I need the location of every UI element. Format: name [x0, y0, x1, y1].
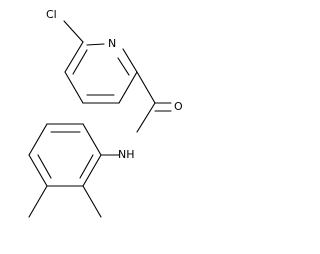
- bond-p4-p5-inner: [37, 154, 52, 179]
- bond-p4-p5: [28, 154, 48, 187]
- bond-methyl-2: [28, 185, 48, 218]
- bond-c5-c6: [64, 41, 84, 73]
- bond-c3-carbonyl: [136, 71, 156, 104]
- bond-n1-c2-inner: [117, 57, 130, 76]
- atom-label-o: O: [174, 100, 183, 113]
- atom-label-nh: NH: [118, 148, 135, 161]
- bond-c2-c3: [118, 71, 138, 104]
- bond-c5-c6-inner: [72, 49, 88, 75]
- bond-p6-p1-inner: [79, 154, 94, 179]
- structure-diagram: Cl N O NH: [28, 8, 183, 218]
- bond-p6-p1: [82, 154, 102, 187]
- bond-c6-n1: [86, 43, 105, 46]
- bond-n1-c2: [122, 48, 138, 73]
- pyridine-ring: [64, 41, 138, 104]
- bond-methyl-1: [82, 185, 102, 218]
- molecule-drawing: Cl N O NH: [28, 8, 183, 218]
- bond-c4-c5: [64, 71, 84, 104]
- bond-p1-p2: [82, 123, 102, 156]
- bond-p3-p4: [28, 123, 48, 156]
- bond-c6-cl: [63, 20, 84, 43]
- atom-label-n: N: [108, 37, 116, 50]
- amide-group: [100, 71, 172, 156]
- bond-carbonyl-nh: [136, 102, 156, 133]
- phenyl-ring: [28, 123, 102, 187]
- atom-label-cl: Cl: [46, 8, 57, 21]
